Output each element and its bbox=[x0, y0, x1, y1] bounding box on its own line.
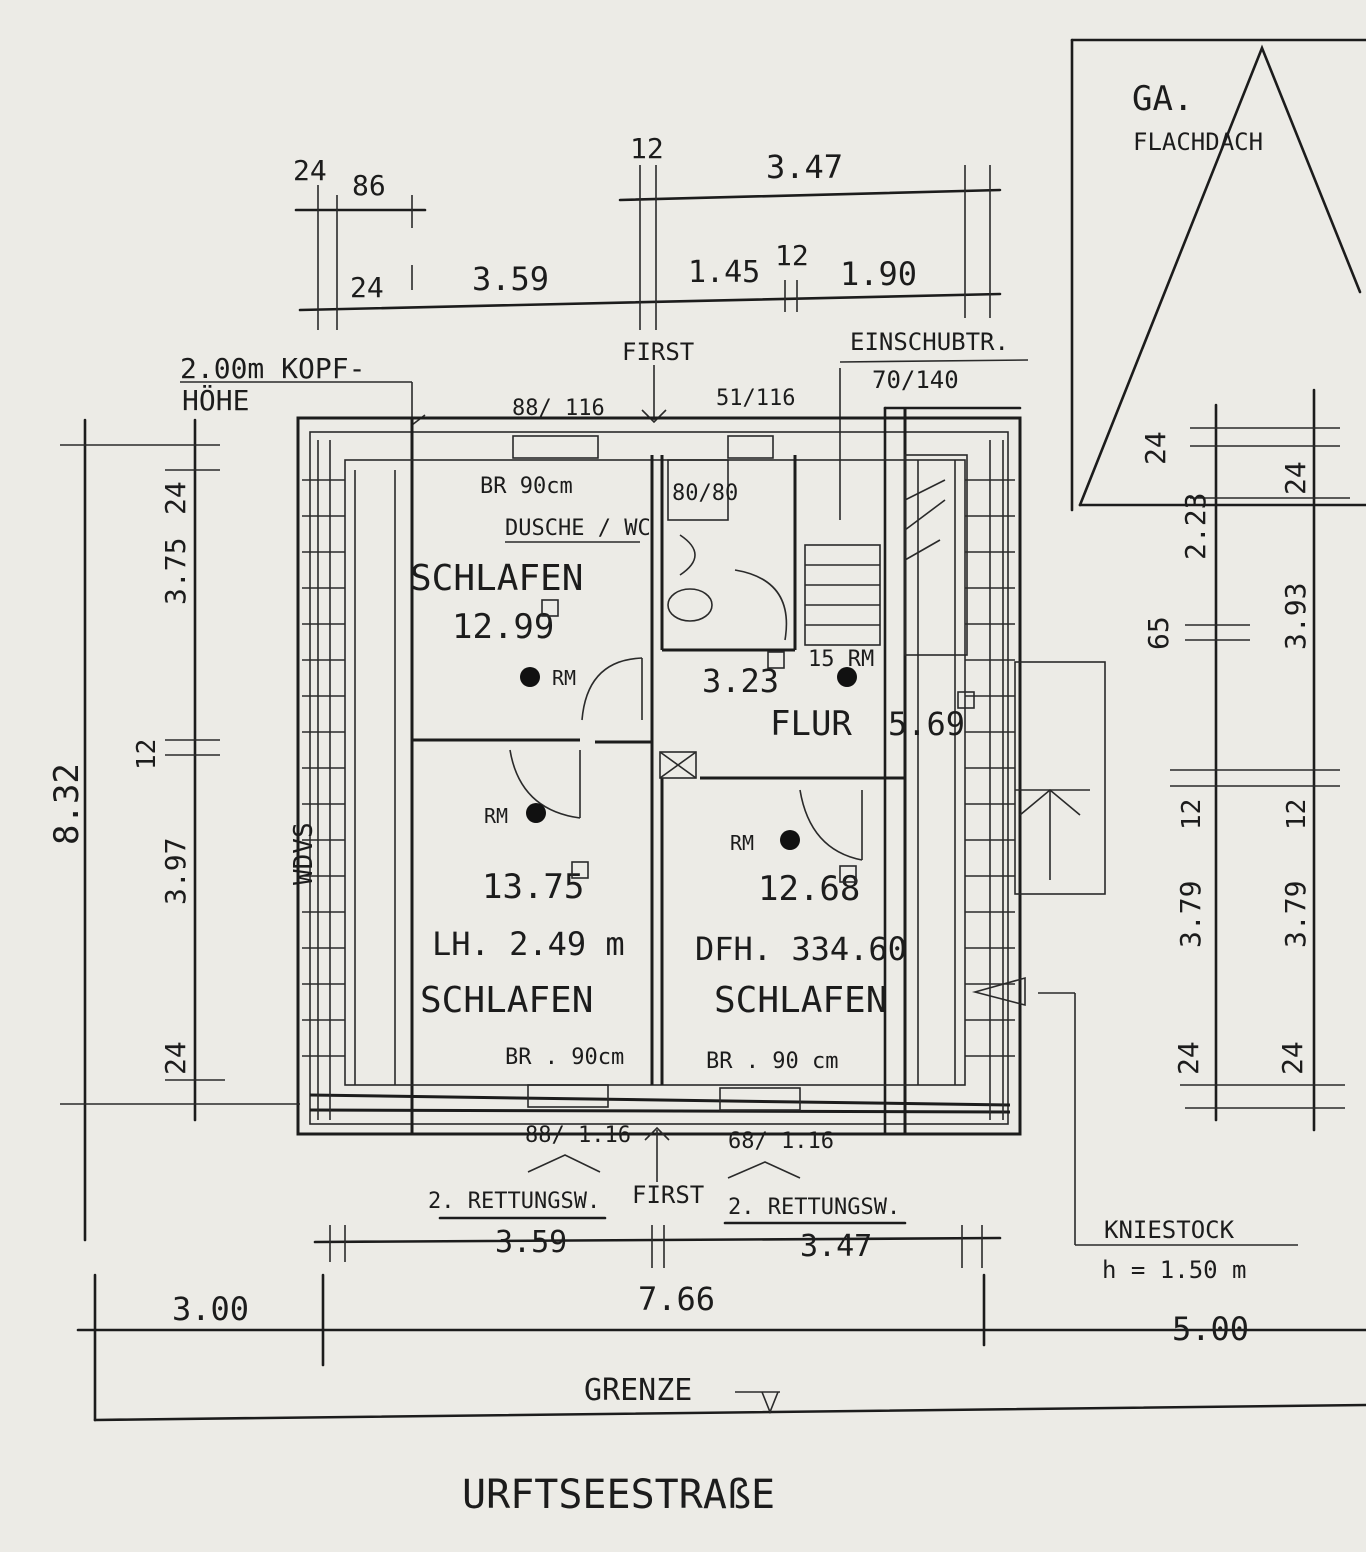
dim-right-a6: 24 bbox=[1172, 1041, 1205, 1075]
window-size-bl: 88/ 1.16 bbox=[525, 1123, 631, 1148]
room-schlafen-2: SCHLAFEN bbox=[420, 980, 593, 1021]
top-dimension-lines bbox=[294, 165, 1002, 330]
grenze-label: GRENZE bbox=[584, 1373, 692, 1408]
dim-bottom-347: 3.47 bbox=[800, 1229, 872, 1264]
dusche-label: DUSCHE / WC bbox=[505, 516, 651, 541]
room-flur-area: 5.69 bbox=[888, 705, 965, 743]
tile-hatching bbox=[302, 440, 1015, 1120]
rm-marker-b bbox=[526, 803, 546, 823]
dim-right-a4: 12 bbox=[1177, 799, 1207, 830]
first-label-bottom: FIRST bbox=[632, 1181, 704, 1209]
flur-rm: 15 RM bbox=[808, 647, 874, 672]
shower-size: 80/80 bbox=[672, 481, 738, 506]
room-schlafen-3: SCHLAFEN bbox=[714, 980, 887, 1021]
rettung-left: 2. RETTUNGSW. bbox=[428, 1189, 600, 1214]
dim-bottom-359: 3.59 bbox=[495, 1225, 567, 1260]
br-bottom-left: BR . 90cm bbox=[505, 1045, 624, 1070]
dim-bottom-300: 3.00 bbox=[172, 1290, 249, 1328]
wdvs-label: WDVS bbox=[289, 822, 319, 885]
room-flur: FLUR bbox=[770, 704, 852, 744]
roof-diagram bbox=[1070, 38, 1366, 1132]
rettung-right: 2. RETTUNGSW. bbox=[728, 1195, 900, 1220]
bottom-dimension-lines bbox=[76, 1225, 1366, 1422]
dim-right-b1: 24 bbox=[1279, 461, 1312, 495]
roof-title: GA. bbox=[1132, 79, 1193, 119]
dim-right-a3: 65 bbox=[1142, 616, 1175, 650]
room-schlafen-1: SCHLAFEN bbox=[410, 558, 583, 599]
dim-right-b5: 24 bbox=[1276, 1041, 1309, 1075]
first-label-top: FIRST bbox=[622, 338, 694, 366]
street-name: URFTSEESTRAßE bbox=[462, 1472, 775, 1518]
room-schlafen-3-area: 12.68 bbox=[758, 869, 860, 909]
dim-left-total: 8.32 bbox=[47, 763, 87, 845]
rm-marker-a bbox=[520, 667, 540, 687]
dim-left-375: 3.75 bbox=[159, 538, 192, 605]
window-size-tr: 51/116 bbox=[716, 386, 795, 411]
rm-label-c: RM bbox=[730, 831, 754, 855]
dim-right-a5: 3.79 bbox=[1174, 881, 1207, 948]
dim-left-397: 3.97 bbox=[159, 838, 192, 905]
dim-right-a1: 24 bbox=[1139, 431, 1172, 465]
room-schlafen-3-dfh: DFH. 334.60 bbox=[695, 930, 907, 968]
dim-top-347: 3.47 bbox=[766, 148, 843, 186]
einschubtreppe-size: 70/140 bbox=[872, 366, 959, 394]
dim-top-145: 1.45 bbox=[688, 255, 760, 290]
dim-right-b2: 3.93 bbox=[1279, 583, 1312, 650]
room-dusche-area: 3.23 bbox=[702, 662, 779, 700]
kniestock-height: h = 1.50 m bbox=[1102, 1256, 1247, 1284]
dim-top-24b: 24 bbox=[350, 271, 384, 304]
kniestock-label: KNIESTOCK bbox=[1104, 1216, 1235, 1244]
room-schlafen-1-area: 12.99 bbox=[452, 607, 554, 647]
window-size-tl: 88/ 116 bbox=[512, 396, 605, 421]
window-size-br: 68/ 1.16 bbox=[728, 1129, 834, 1154]
dim-left-24a: 24 bbox=[159, 481, 192, 515]
dim-left-12: 12 bbox=[132, 739, 162, 770]
kopfhoehe-label-2: HÖHE bbox=[182, 383, 249, 417]
dim-top-190: 1.90 bbox=[840, 255, 917, 293]
dim-right-b4: 3.79 bbox=[1279, 881, 1312, 948]
br-top: BR 90cm bbox=[480, 474, 573, 499]
dim-left-24b: 24 bbox=[159, 1041, 192, 1075]
rm-marker-flur bbox=[837, 667, 857, 687]
dim-right-b3: 12 bbox=[1282, 799, 1312, 830]
dim-top-12b: 12 bbox=[775, 239, 809, 272]
dim-bottom-766: 7.66 bbox=[638, 1280, 715, 1318]
dim-bottom-500: 5.00 bbox=[1172, 1310, 1249, 1348]
left-dimension-lines bbox=[60, 418, 300, 1242]
roof-subtitle: FLACHDACH bbox=[1133, 128, 1263, 156]
dim-top-12: 12 bbox=[630, 132, 664, 165]
br-bottom-right: BR . 90 cm bbox=[706, 1049, 838, 1074]
dim-top-359: 3.59 bbox=[472, 260, 549, 298]
room-schlafen-2-area: 13.75 bbox=[482, 867, 584, 907]
dim-top-24a: 24 bbox=[293, 154, 327, 187]
dim-right-a2: 2.23 bbox=[1179, 493, 1212, 560]
room-schlafen-2-lh: LH. 2.49 m bbox=[432, 925, 625, 963]
kniestock-pointer bbox=[971, 976, 1298, 1246]
rm-label-b: RM bbox=[484, 804, 508, 828]
einschubtreppe-label: EINSCHUBTR. bbox=[850, 328, 1009, 356]
dim-top-86: 86 bbox=[352, 169, 386, 202]
rm-marker-c bbox=[780, 830, 800, 850]
rm-label-a: RM bbox=[552, 666, 576, 690]
building-outline bbox=[296, 406, 1106, 1136]
kopfhoehe-label-1: 2.00m KOPF- bbox=[180, 352, 365, 385]
